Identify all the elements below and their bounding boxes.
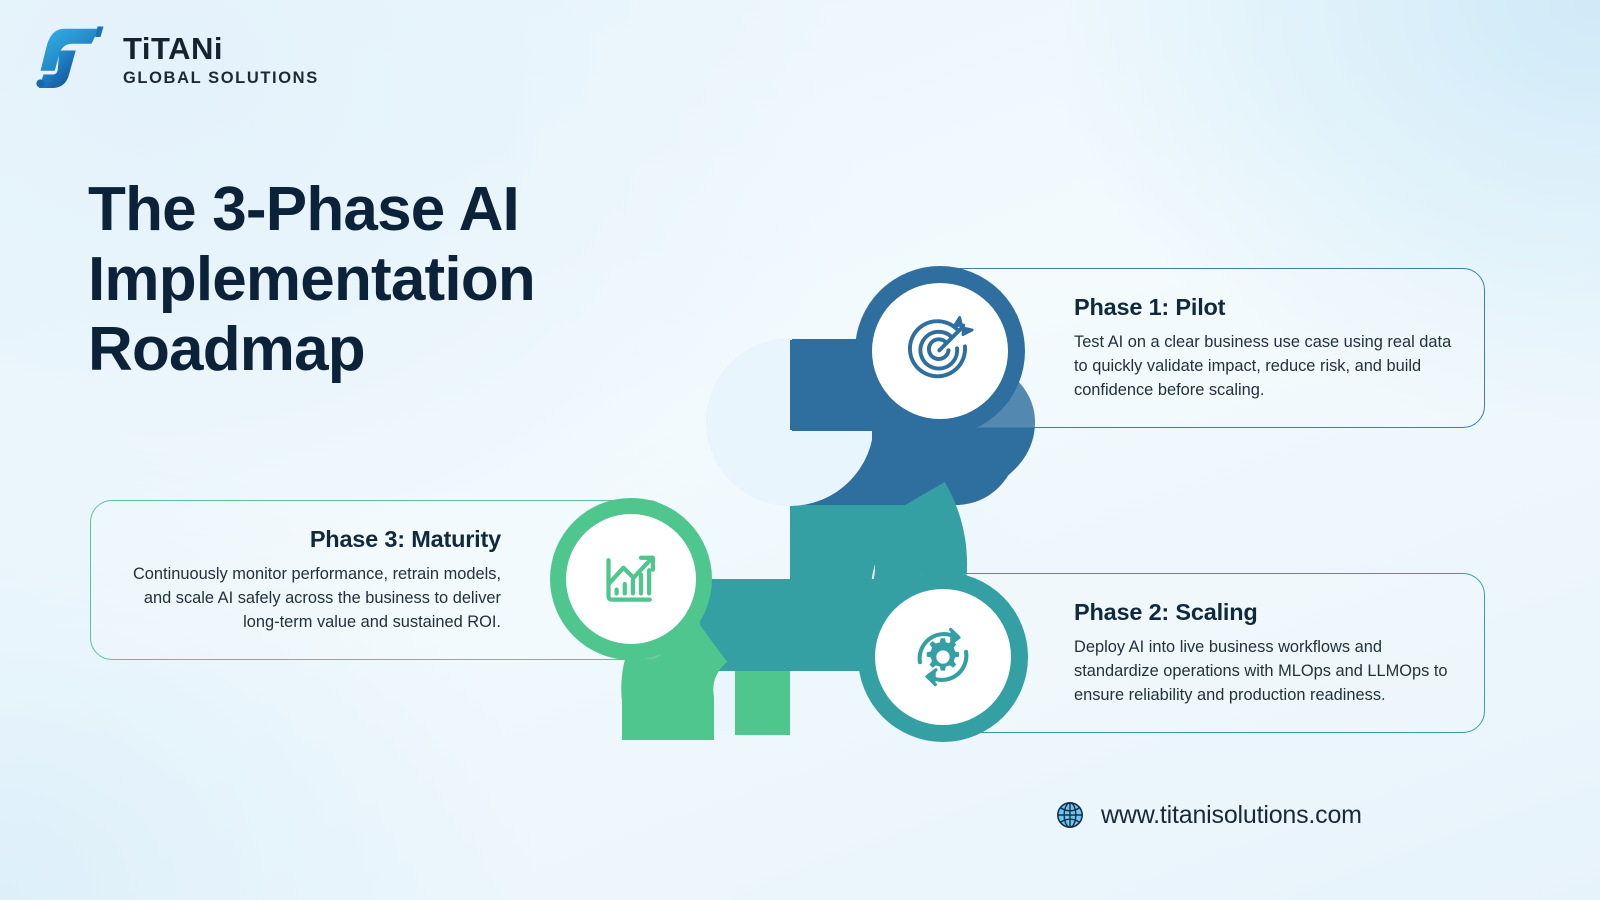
brand-tagline: GLOBAL SOLUTIONS [123,69,319,88]
footer-website[interactable]: www.titanisolutions.com [1055,800,1362,830]
phase-1-disc [872,283,1008,419]
phase-1-icon-medallion [855,266,1025,436]
phase-3-disc [566,514,696,644]
brand-name: TiTANi [123,31,224,67]
phase-2-icon-medallion [858,572,1028,742]
phase-1-title: Phase 1: Pilot [1074,293,1226,320]
phase-1-description: Test AI on a clear business use case usi… [1074,332,1452,400]
phase-2-description: Deploy AI into live business workflows a… [1074,637,1448,705]
phase-2-disc [875,589,1011,725]
globe-icon [1057,802,1083,828]
website-url: www.titanisolutions.com [1101,800,1362,829]
phase-3-description: Continuously monitor performance, retrai… [132,564,501,632]
phase-3-title: Phase 3: Maturity [309,525,501,552]
phase-3-icon-medallion [550,498,712,660]
phase-2-title: Phase 2: Scaling [1074,598,1258,625]
titani-logo-mark-icon [36,26,104,88]
gear-refresh-icon [917,627,969,687]
brand-logo: TiTANi GLOBAL SOLUTIONS [34,22,319,94]
growth-chart-icon [606,555,655,602]
target-arrow-icon [907,316,974,379]
page-title: The 3-Phase AI Implementation Roadmap [88,175,536,385]
